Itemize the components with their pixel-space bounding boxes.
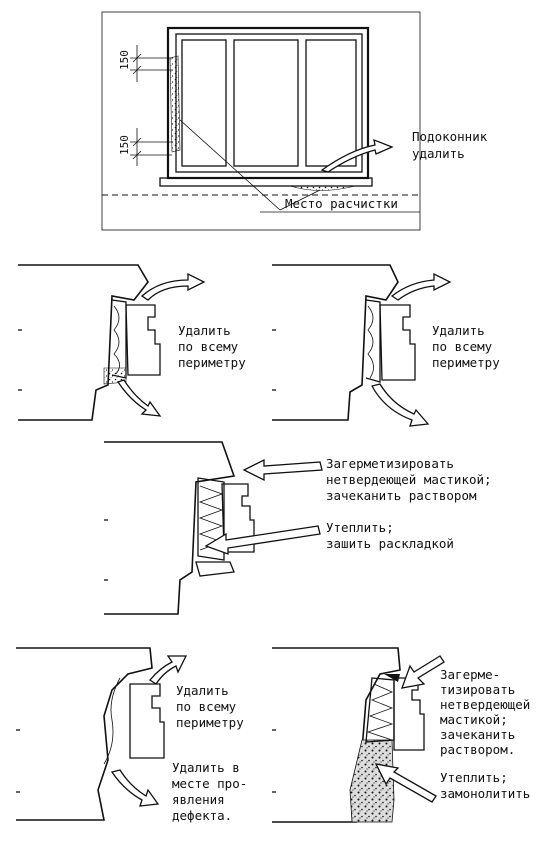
seal-arrow-e [401, 655, 445, 689]
panel-a-note-line3: периметру [178, 355, 246, 370]
cleanup-note: Место расчистки [285, 196, 398, 211]
panel-c-seal-line1: Загерметизировать [326, 456, 454, 471]
panel-d-remove-line2: по всему [176, 699, 237, 714]
remove-arrow-bottom-a [116, 379, 162, 417]
panel-d-remove-line3: периметру [176, 715, 244, 730]
wall-section-c [104, 441, 236, 615]
panel-c-seal-line2: нетвердеющей мастикой; [326, 472, 492, 487]
panel-d-defect-line1: Удалить в [172, 760, 240, 775]
window-frame-profile-a [125, 304, 161, 376]
wall-section-b [272, 264, 399, 421]
remove-arrow-top-d [149, 655, 188, 685]
panel-b-note-line3: периметру [432, 355, 500, 370]
dimension-label-bottom: 150 [118, 135, 131, 155]
window-elevation: 150 150 Подоконник удалить Место расчист… [101, 11, 488, 231]
window-frame [166, 26, 370, 180]
wall-section-a [18, 264, 149, 421]
panel-c-insulate-line2: зашить раскладкой [326, 536, 454, 551]
trim-strip-c [195, 561, 235, 577]
panel-e-seal-line5: зачеканить [440, 727, 515, 742]
panel-b-note-line2: по всему [432, 339, 493, 354]
panel-c-insulate-line1: Утеплить; [326, 520, 394, 535]
remove-arrow-bottom-b [371, 383, 430, 427]
window-sill [159, 177, 373, 187]
wall-opening-outline [101, 11, 421, 231]
window-frame-profile-d [129, 683, 165, 759]
window-frame-profile-c [221, 483, 255, 553]
dimension-label-top: 150 [118, 50, 131, 70]
remove-sill-arrow [320, 138, 394, 173]
panel-e-insulate-line1: Утеплить; [440, 770, 508, 785]
panel-d-section: Удалить по всему периметру Удалить в мес… [16, 647, 247, 823]
cleanup-area-sill [289, 185, 356, 191]
panel-e-seal-line4: мастикой; [440, 712, 508, 727]
cleanup-area-left [169, 55, 181, 153]
panel-e-seal-line6: раствором. [440, 742, 515, 757]
wall-section-d [16, 647, 153, 821]
panel-a-section: Удалить по всему периметру [18, 264, 246, 421]
window-frame-profile-e [393, 677, 425, 751]
sash-right [305, 39, 357, 167]
sill-note-line1: Подоконник [412, 129, 488, 144]
panel-e-seal-line3: нетвердеющей [440, 697, 530, 712]
panel-e-seal-line1: Загерме- [440, 667, 500, 682]
panel-c-section: Загерметизировать нетвердеющей мастикой;… [104, 441, 492, 615]
sash-middle [233, 39, 299, 167]
sill-note-line2: удалить [412, 146, 465, 161]
panel-a-note-line1: Удалить [178, 323, 231, 338]
sash-left [181, 39, 227, 167]
panel-c-seal-line3: зачеканить раствором [326, 488, 477, 503]
seal-arrow-c [242, 458, 323, 482]
panel-b-note-line1: Удалить [432, 323, 485, 338]
panel-d-defect-line4: дефекта. [172, 808, 232, 823]
window-frame-profile-b [379, 304, 416, 381]
insulate-arrow-c [204, 525, 321, 555]
panel-e-insulate-line2: замонолитить [440, 786, 530, 801]
panel-d-remove-line1: Удалить [176, 683, 229, 698]
remove-arrow-top-b [390, 272, 452, 301]
panel-e-section: Загерме- тизировать нетвердеющей мастико… [272, 647, 530, 823]
panel-d-defect-line2: месте про- [172, 776, 247, 791]
panel-e-seal-line2: тизировать [440, 682, 515, 697]
panel-b-section: Удалить по всему периметру [272, 264, 500, 427]
remove-arrow-top-a [140, 272, 206, 301]
panel-a-note-line2: по всему [178, 339, 239, 354]
panel-d-defect-line3: явления [172, 792, 225, 807]
insulate-arrow-e [374, 763, 437, 803]
insulation-zigzag-c [197, 477, 225, 561]
remove-arrow-bottom-d [110, 769, 160, 807]
